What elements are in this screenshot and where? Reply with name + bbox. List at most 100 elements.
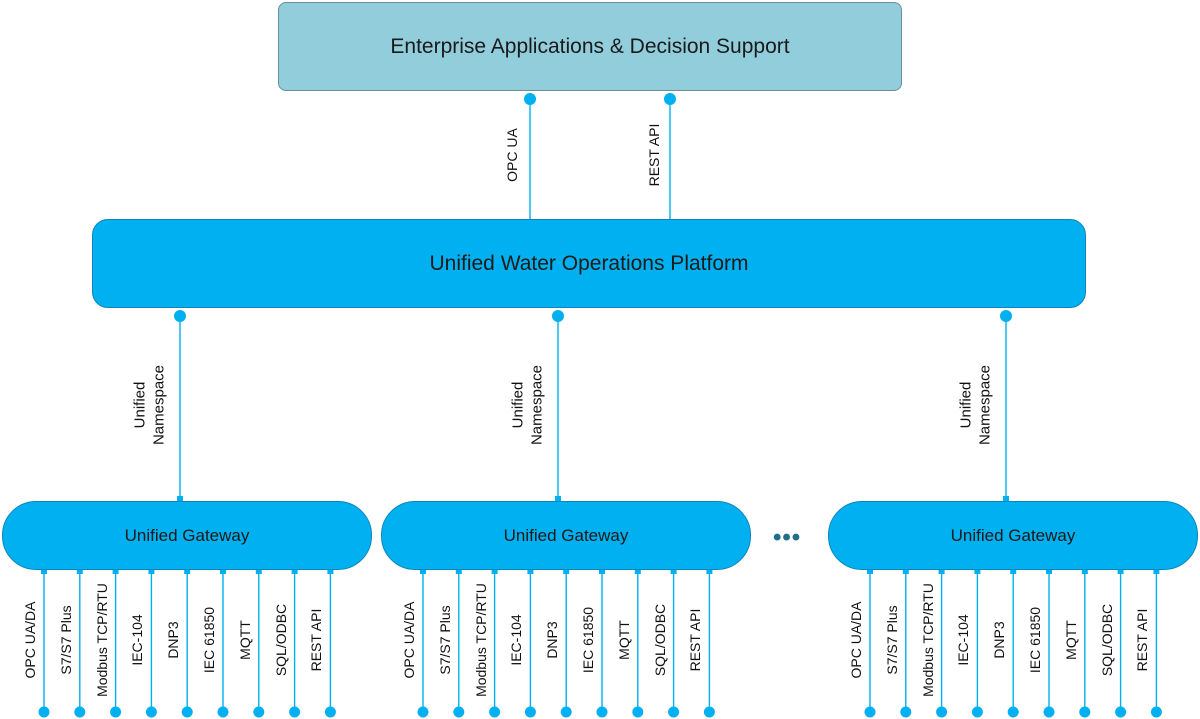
protocol-label: DNP3	[165, 621, 182, 659]
gateway-port	[555, 496, 561, 502]
protocol-label: MQTT	[1062, 620, 1079, 660]
namespace-line2: Namespace	[528, 364, 545, 446]
protocol-endpoint-dot	[632, 706, 644, 718]
protocol-port	[184, 568, 191, 574]
protocol-port	[670, 568, 677, 574]
protocol-label: IEC 61850	[580, 606, 596, 674]
protocol-port	[902, 568, 909, 574]
gateway-port	[177, 496, 183, 502]
protocol-port	[599, 568, 605, 574]
protocol-label: S7/S7 Plus	[436, 605, 453, 675]
protocol-endpoint-dot	[1079, 706, 1091, 718]
upper-connector-dot	[524, 93, 536, 105]
protocol-endpoint-dot	[253, 706, 265, 718]
protocol-label: REST API	[687, 608, 704, 672]
protocol-endpoint-dot	[668, 706, 680, 718]
protocol-port	[76, 568, 83, 574]
protocol-port	[112, 568, 119, 574]
protocol-endpoint-dot	[560, 706, 572, 718]
protocol-port	[527, 568, 534, 574]
protocol-label: IEC-104	[508, 614, 525, 666]
protocol-port	[1081, 568, 1088, 574]
protocol-endpoint-dot	[936, 706, 948, 718]
protocol-port	[563, 568, 570, 574]
platform-label: Unified Water Operations Platform	[429, 251, 749, 275]
protocol-endpoint-dot	[1043, 706, 1055, 718]
protocol-endpoint-dot	[217, 706, 229, 718]
protocol-endpoint-dot	[74, 706, 86, 718]
protocol-endpoint-dot	[181, 706, 193, 718]
protocol-port	[1010, 568, 1017, 574]
more-gateways-ellipsis: •••	[773, 524, 802, 551]
protocol-endpoint-dot	[417, 706, 429, 718]
protocol-label: Modbus TCP/RTU	[919, 583, 936, 697]
protocol-endpoint-dot	[324, 706, 336, 718]
unified-gateway-2: Unified Gateway	[381, 501, 751, 570]
gateway-label: Unified Gateway	[503, 525, 629, 545]
protocol-endpoint-dot	[703, 706, 715, 718]
namespace-line1: Unified	[509, 381, 527, 429]
unified-namespace-label-1: Unified Namespace	[131, 365, 169, 445]
protocol-port	[634, 568, 641, 574]
protocol-endpoint-dot	[1007, 706, 1019, 718]
protocol-port	[706, 568, 713, 574]
protocol-port	[867, 568, 873, 574]
enterprise-applications-box: Enterprise Applications & Decision Suppo…	[278, 2, 902, 91]
gateway-label: Unified Gateway	[950, 525, 1076, 545]
upper-connector-dot	[664, 93, 676, 105]
protocol-endpoint-dot	[453, 706, 465, 718]
gateway-label: Unified Gateway	[124, 525, 250, 545]
protocol-port	[491, 568, 498, 574]
protocol-port	[327, 568, 334, 574]
protocol-label: DNP3	[544, 621, 561, 659]
protocol-endpoint-dot	[110, 706, 122, 718]
protocol-endpoint-dot	[971, 706, 983, 718]
protocol-port	[455, 568, 462, 574]
protocol-port	[148, 568, 155, 574]
protocol-label: MQTT	[615, 620, 632, 660]
namespace-connector-dot	[174, 310, 186, 322]
protocol-label: SQL/ODBC	[272, 603, 289, 677]
protocol-label: OPC UA/DA	[22, 601, 38, 679]
protocol-endpoint-dot	[38, 706, 50, 718]
protocol-port	[255, 568, 262, 574]
namespace-line2: Namespace	[150, 364, 167, 446]
protocol-endpoint-dot	[1150, 706, 1162, 718]
namespace-line2: Namespace	[976, 364, 993, 446]
protocol-label: REST API	[308, 608, 325, 672]
protocol-label: SQL/ODBC	[651, 603, 668, 677]
namespace-line1: Unified	[957, 381, 975, 429]
protocol-endpoint-dot	[489, 706, 501, 718]
protocol-endpoint-dot	[864, 706, 876, 718]
gateway-port	[1003, 496, 1009, 502]
protocol-endpoint-dot	[596, 706, 608, 718]
protocol-endpoint-dot	[1115, 706, 1127, 718]
protocol-port	[41, 568, 47, 574]
unified-namespace-label-2: Unified Namespace	[509, 365, 547, 445]
protocol-endpoint-dot	[900, 706, 912, 718]
protocol-endpoint-dot	[145, 706, 157, 718]
namespace-connector-dot	[552, 310, 564, 322]
namespace-line1: Unified	[131, 381, 149, 429]
protocol-label: IEC 61850	[1027, 606, 1043, 674]
protocol-label: IEC 61850	[201, 606, 217, 674]
protocol-label: S7/S7 Plus	[57, 605, 74, 675]
protocol-port	[291, 568, 298, 574]
protocol-label: MQTT	[236, 620, 253, 660]
unified-namespace-label-3: Unified Namespace	[957, 365, 995, 445]
rest-api-link-label: REST API	[646, 123, 662, 187]
protocol-port	[220, 568, 226, 574]
unified-water-operations-platform-box: Unified Water Operations Platform	[92, 219, 1086, 308]
unified-gateway-1: Unified Gateway	[2, 501, 372, 570]
protocol-port	[1046, 568, 1052, 574]
protocol-label: Modbus TCP/RTU	[472, 583, 489, 697]
protocol-label: OPC UA/DA	[848, 601, 864, 679]
protocol-label: IEC-104	[955, 614, 972, 666]
protocol-endpoint-dot	[524, 706, 536, 718]
protocol-label: REST API	[1134, 608, 1151, 672]
protocol-port	[1117, 568, 1124, 574]
protocol-port	[938, 568, 945, 574]
protocol-label: Modbus TCP/RTU	[93, 583, 110, 697]
protocol-port	[420, 568, 426, 574]
